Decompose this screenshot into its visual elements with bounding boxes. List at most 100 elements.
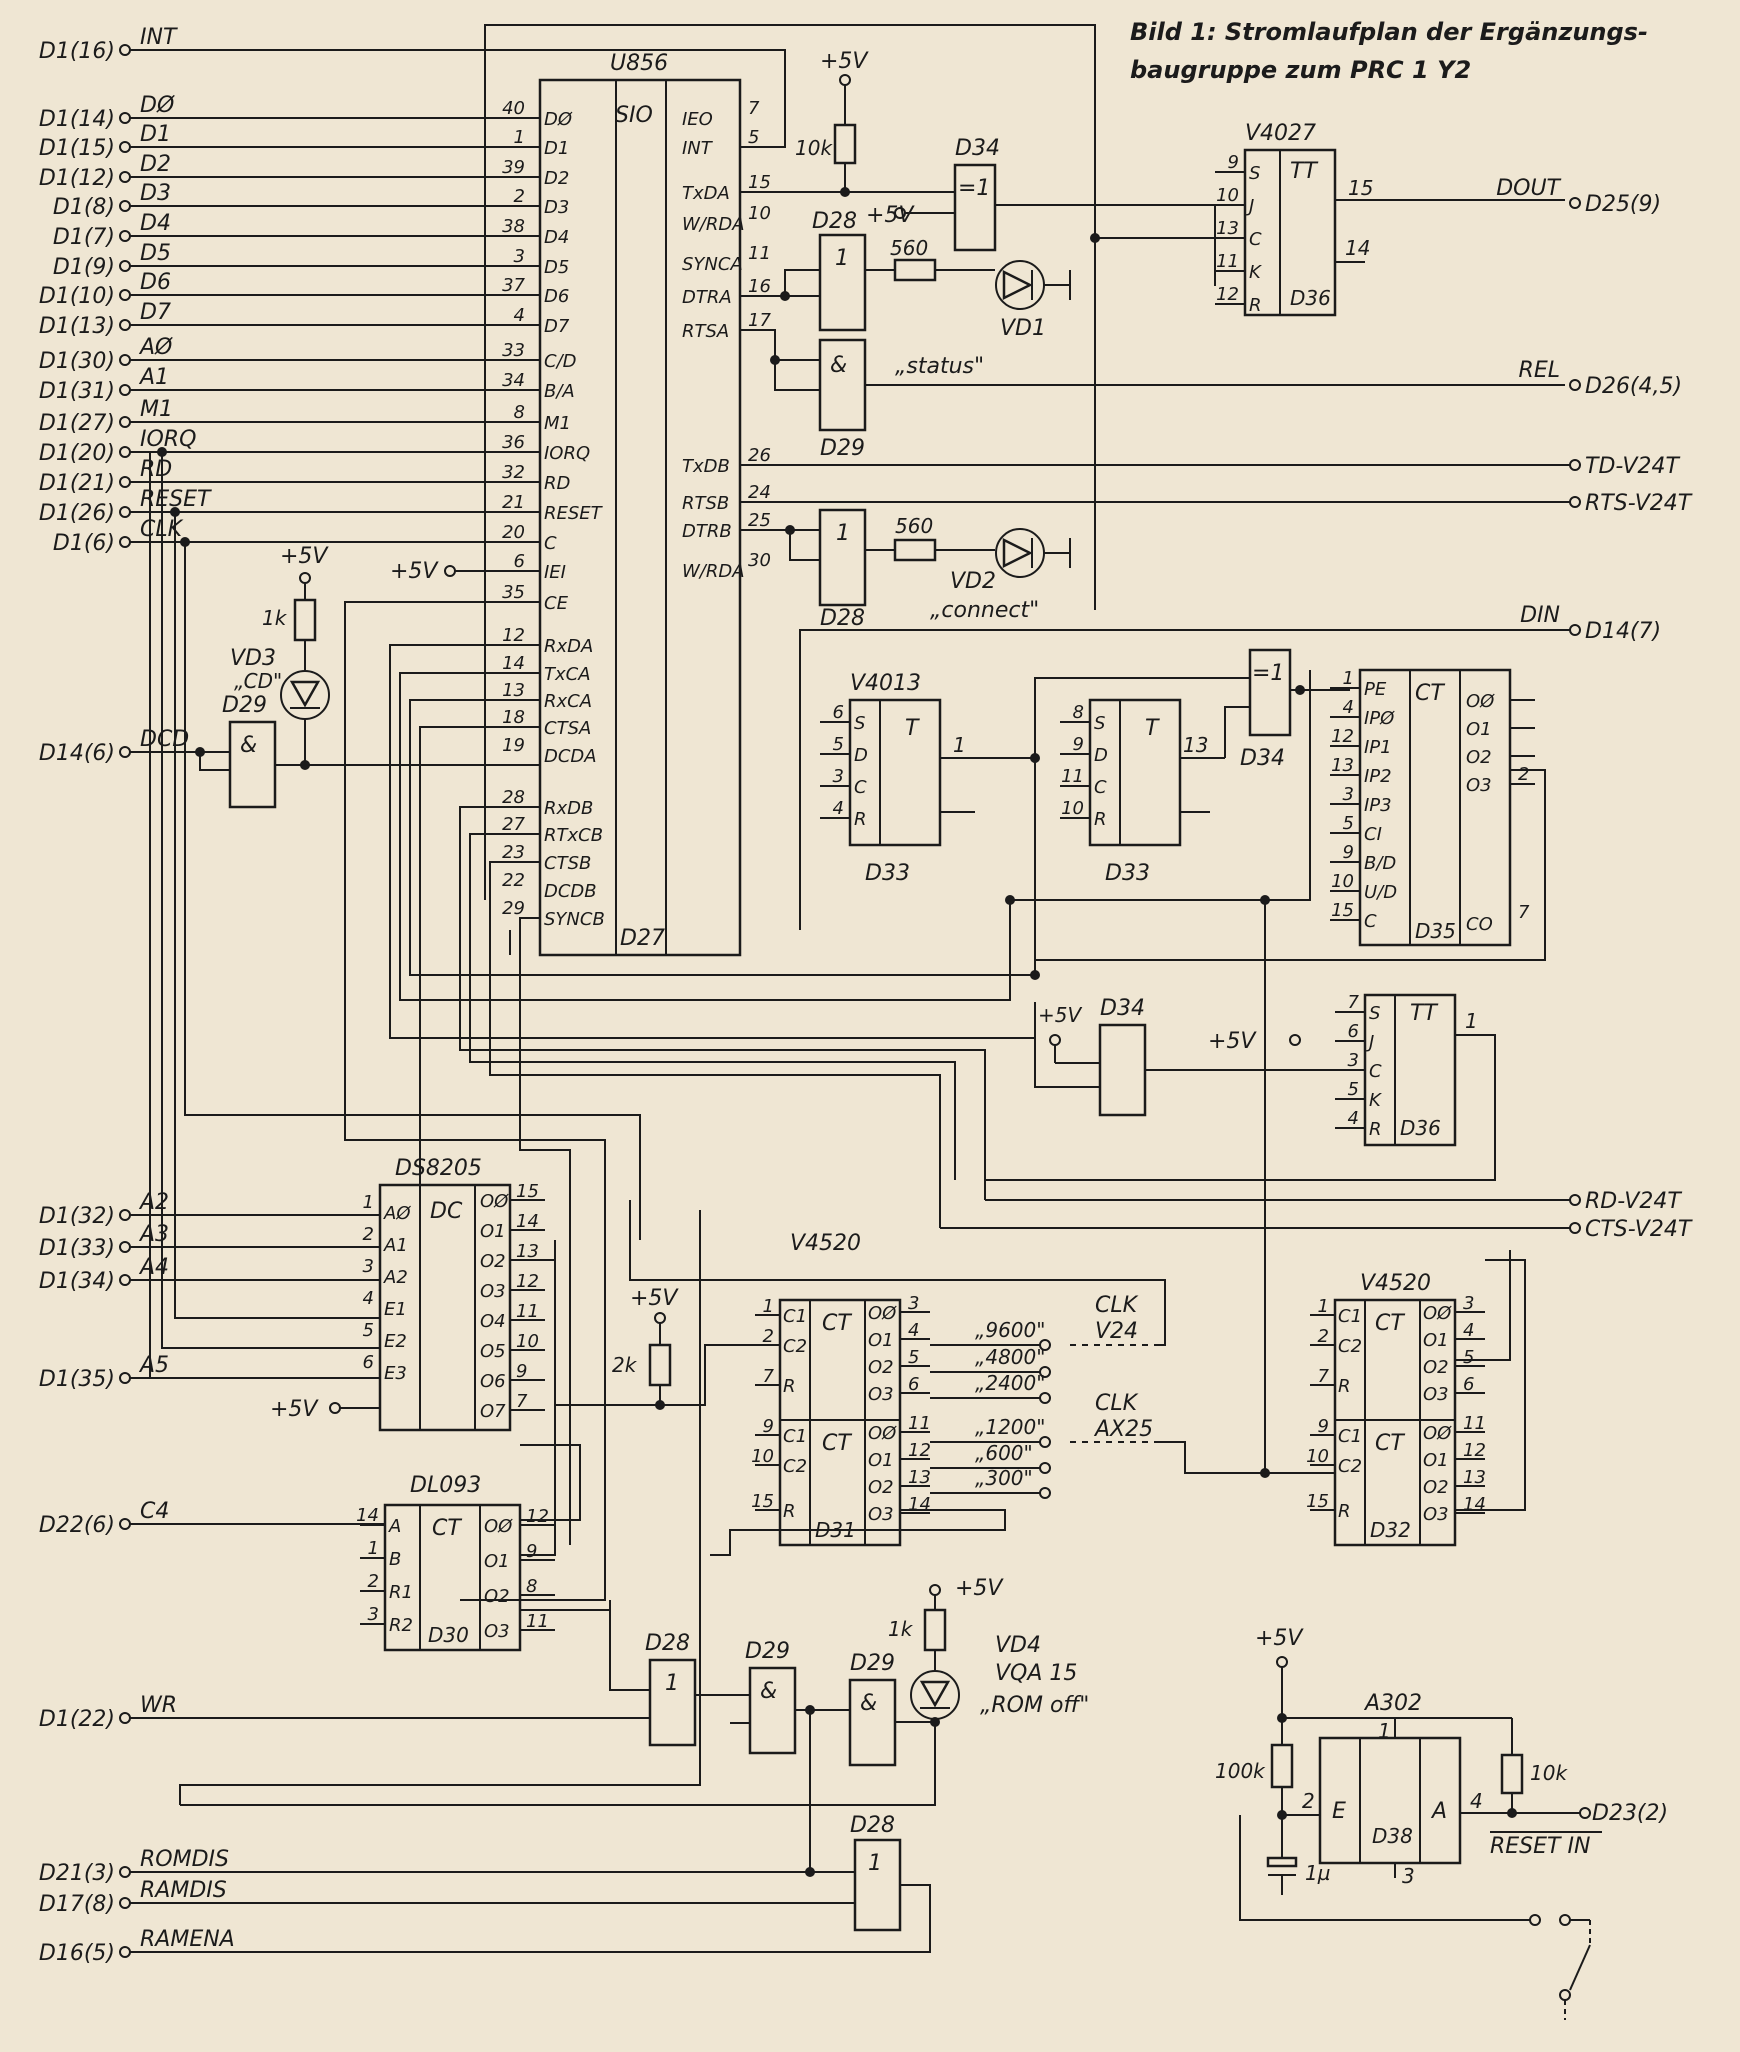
right-pin-label: D25(9) [1585, 192, 1661, 217]
v4520-output-name: O1 [1423, 1330, 1449, 1351]
v4520-output-num: 14 [1463, 1494, 1486, 1515]
pin-number: 9 [1343, 842, 1354, 863]
right-signal-group: D25(9)DOUTD26(4,5)RELTD-V24TRTS-V24TD14(… [1496, 176, 1693, 1242]
v4520b-designator: D32 [1370, 1518, 1411, 1542]
left-pin-label: D1(20) [39, 441, 115, 466]
d35-output-name: CO [1466, 914, 1493, 935]
left-terminal [119, 141, 131, 153]
d35-output-num: 7 [1518, 902, 1530, 923]
left-signal-label: RAMENA [140, 1927, 235, 1952]
u856-left-pin-name: D1 [544, 138, 569, 159]
title-line1: Bild 1: Stromlaufplan der Ergänzungs- [1130, 18, 1648, 46]
pin-number: 11 [1216, 251, 1239, 272]
pin-number: 10 [1331, 871, 1354, 892]
v4027-designator: D36 [1290, 286, 1331, 310]
u856-right-pin-name: TxDA [682, 183, 730, 204]
v4520-output-name: O3 [1423, 1384, 1449, 1405]
d28-label-4: D28 [850, 1813, 895, 1838]
d33b-out: 13 [1183, 733, 1208, 757]
pin-name: A [388, 1516, 401, 1537]
u856-left-pin-name: D6 [544, 286, 569, 307]
left-signal-label: ROMDIS [140, 1847, 229, 1872]
u856-designator: D27 [620, 926, 665, 951]
u856-left-pin-name: SYNCB [544, 909, 605, 930]
u856-left-pin-num: 8 [514, 402, 525, 423]
v4520-input-name: R [1338, 1501, 1351, 1522]
left-pin-label: D14(6) [39, 741, 115, 766]
left-pin-label: D1(14) [39, 107, 115, 132]
left-pin-label: D1(33) [39, 1236, 115, 1261]
d29-label-1: D29 [820, 436, 865, 461]
left-pin-label: D22(6) [39, 1513, 115, 1538]
left-terminal [119, 354, 131, 366]
v4520-input-num: 10 [751, 1446, 774, 1467]
pin-number: 5 [1343, 813, 1354, 834]
baud-terminal [1039, 1436, 1051, 1448]
v4520-output-name: OØ [1423, 1303, 1452, 1324]
pin-name: B/D [1364, 853, 1396, 874]
u856-left-pin-num: 40 [502, 98, 525, 119]
dl093-output-name: O3 [484, 1621, 510, 1642]
pin-number: 6 [1348, 1021, 1359, 1042]
u856-left-pin-name: IORQ [544, 443, 590, 464]
left-terminal [119, 536, 131, 548]
v4520a-type2: CT [822, 1431, 852, 1456]
u856-chip: U856 SIO D27 [484, 24, 1096, 957]
right-terminal [1569, 624, 1581, 636]
pin-number: 13 [1216, 218, 1239, 239]
u856-left-pin-name: D2 [544, 168, 569, 189]
v4520-input-name: C1 [783, 1426, 807, 1447]
u856-left-pin-num: 18 [502, 707, 525, 728]
dl093-output-name: O2 [484, 1586, 510, 1607]
v4520-input-num: 1 [763, 1296, 774, 1317]
pin-name: R [854, 809, 867, 830]
v4520-output-num: 11 [1463, 1413, 1486, 1434]
left-signal-label: DØ [140, 93, 175, 118]
baud-label: „300" [975, 1466, 1033, 1490]
pin-name: R [1249, 295, 1262, 316]
left-pin-label: D1(30) [39, 349, 115, 374]
v4520-input-num: 15 [751, 1491, 774, 1512]
d35-type: CT [1415, 681, 1445, 706]
u856-left-pin-name: D3 [544, 197, 569, 218]
reset-in-label: RESET IN [1490, 1834, 1590, 1859]
one-symbol-1: 1 [835, 246, 849, 271]
connect-label: „connect" [930, 598, 1039, 623]
dl093-output-num: 12 [526, 1506, 549, 1527]
right-terminal [1569, 379, 1581, 391]
v4013-designator: D33 [865, 861, 910, 886]
vd2-label: VD2 [950, 569, 996, 594]
pin-name: AØ [383, 1203, 411, 1224]
u856-right-pin-num: 11 [748, 243, 771, 264]
u856-left-pin-num: 29 [502, 898, 525, 919]
v4520-input-num: 10 [1306, 1446, 1329, 1467]
u856-left-pin-name: TxCA [544, 664, 591, 685]
supply-label-8: +5V [1255, 1626, 1304, 1651]
dl093-output-num: 8 [526, 1576, 537, 1597]
pin-name: J [1246, 196, 1254, 217]
v4520-output-num: 14 [908, 1494, 931, 1515]
v4520-output-num: 3 [908, 1293, 919, 1314]
left-pin-label: D1(34) [39, 1269, 115, 1294]
ds8205-output-num: 13 [516, 1241, 539, 1262]
pin-number: 3 [363, 1256, 374, 1277]
pin-number: 9 [1228, 152, 1239, 173]
left-signal-label: A4 [138, 1255, 169, 1280]
d28-label-1: D28 [812, 209, 857, 234]
u856-left-pin-name: RxDB [544, 798, 593, 819]
left-terminal [119, 44, 131, 56]
ds8205-name: DS8205 [395, 1156, 482, 1181]
pin-name: E3 [384, 1363, 407, 1384]
pin-name: C [1249, 229, 1262, 250]
right-signal-label: TD-V24T [1585, 454, 1680, 479]
left-pin-label: D1(10) [39, 284, 115, 309]
pin-number: 5 [1348, 1079, 1359, 1100]
left-signal-group: D1(16)INTD1(14)DØD1(15)D1D1(12)D2D1(8)D3… [39, 25, 540, 1966]
one-symbol-4: 1 [868, 1851, 882, 1876]
u856-left-pin-num: 39 [502, 157, 525, 178]
u856-right-pin-name: W/RDA [682, 561, 745, 582]
